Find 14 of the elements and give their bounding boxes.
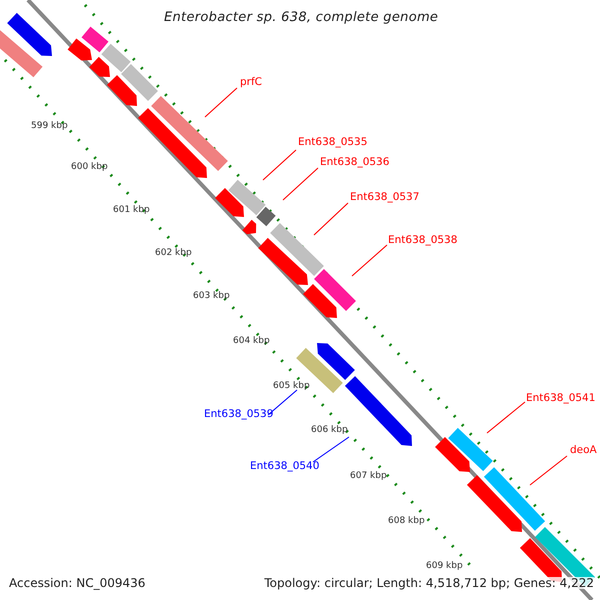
tick-label: 608 kbp — [388, 517, 425, 526]
tick-label: 607 kbp — [350, 472, 387, 481]
tick-label: 601 kbp — [113, 206, 150, 215]
footer-text: Topology: circular; Length: 4,518,712 bp; Genes: 4,222 — [264, 577, 594, 589]
footer-text: Accession: NC_009436 — [9, 577, 146, 589]
tick-label: 602 kbp — [155, 249, 192, 258]
tick-label: 600 kbp — [71, 163, 108, 172]
tick-label: 605 kbp — [273, 382, 310, 391]
tick-label: 599 kbp — [31, 122, 68, 131]
tick-label: 609 kbp — [426, 562, 463, 571]
tick-label: 604 kbp — [233, 337, 270, 346]
tick-label: 603 kbp — [193, 292, 230, 301]
title: Enterobacter sp. 638, complete genome — [164, 11, 438, 24]
tick-label: 606 kbp — [311, 426, 348, 435]
